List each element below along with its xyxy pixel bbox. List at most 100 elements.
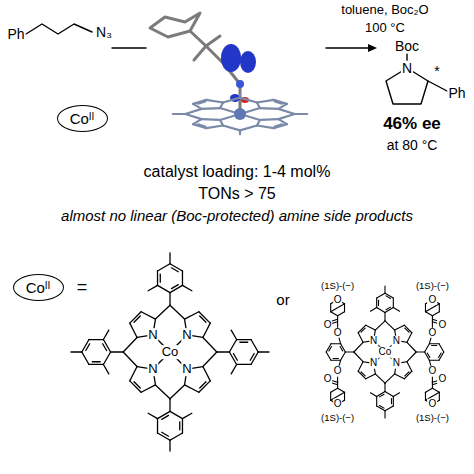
atom-label: * [433,64,440,79]
oxidation-state: II [45,281,51,291]
bond-line [157,271,158,285]
bond-line [429,360,439,361]
bond-line [407,352,416,362]
bond-line [251,340,258,352]
bond-line [404,371,412,379]
bond-line [86,344,90,351]
atom-label: = [76,278,89,297]
annotation-text: catalyst loading: 1-4 mol% [143,164,332,181]
bond-line [185,385,199,392]
bond-line [229,352,236,364]
bond-line [229,340,236,352]
bond-line [155,305,170,319]
bond-line [162,415,169,419]
bond-line [185,114,201,119]
bond-line [432,316,433,322]
bond-line [375,321,385,330]
bond-line [358,362,363,372]
bond-line [425,304,426,312]
bond-line [103,330,108,339]
bond-line [385,308,393,313]
bond-line [203,352,217,367]
bond-line [240,342,248,343]
bond-line [345,351,353,352]
bond-line [361,328,365,332]
bond-line [223,126,240,131]
annotation-text: toluene, Boc₂O [340,3,429,17]
bond-line [416,351,424,352]
bond-line [130,367,137,381]
bond-line [158,411,170,418]
bond-line [432,345,437,346]
bond-line [407,342,416,352]
bond-line [89,339,103,340]
bond-line [239,130,241,134]
bond-line [103,340,110,352]
bond-line [395,325,405,330]
atom-label: N [401,61,413,76]
model-bond [190,31,206,46]
atom-label: N [181,362,192,376]
bond-line [295,113,308,115]
bond-line [157,419,158,433]
bond-line [103,352,110,364]
annotation-text: 100 °C [364,21,406,35]
bond-line [200,316,206,322]
bond-line [407,333,412,343]
bond-line [425,312,432,316]
bond-line [162,432,169,436]
atom-label: N₃ [95,25,113,40]
bond-line [233,353,237,360]
bond-line [278,104,287,109]
bond-line [405,372,409,376]
bond-line [377,308,385,313]
bond-line [432,312,439,316]
bond-line [333,358,338,359]
phenyl-bond [428,81,447,91]
bond-line [231,330,236,339]
bond-line [278,114,294,119]
bond-line [171,268,178,272]
bond-line [384,286,385,293]
model-bond [206,36,220,46]
atom-label: N [392,358,401,369]
bond-line [376,396,377,406]
bond-line [170,285,182,292]
bond-line [206,126,223,129]
bond-line [330,392,331,400]
bond-line [377,406,385,411]
bond-line [82,340,89,352]
arrow-head [368,44,377,52]
bond-line [425,392,426,400]
atom-label: O [333,294,343,305]
atom-label: Ph [6,27,25,42]
bond-line [404,325,412,333]
bond-line [439,392,440,400]
bond-line [275,101,282,103]
bond-line [141,385,155,392]
bond-line [370,393,376,397]
bond-line [337,382,338,388]
reaction-arrow [326,47,368,48]
bond-line [260,107,279,110]
bond-line [337,316,338,322]
bond-line [331,360,341,361]
atom-label: O [333,327,343,338]
nitrene-atom [236,80,244,88]
catalyst-model [150,13,240,112]
bond-line [425,352,430,360]
bond-line [158,264,170,271]
bond-line [439,353,442,358]
bond-line [326,352,331,360]
bond-line [358,325,366,333]
bond-line [185,109,201,114]
bond-line [385,374,395,383]
bond-line [203,337,217,352]
bond-line [377,293,385,298]
bond-line [427,353,430,358]
bond-line [278,109,294,114]
bond-line [182,413,191,418]
atom-label: N [181,328,192,342]
bond-line [329,346,332,351]
metal-symbol: Co [70,111,89,126]
